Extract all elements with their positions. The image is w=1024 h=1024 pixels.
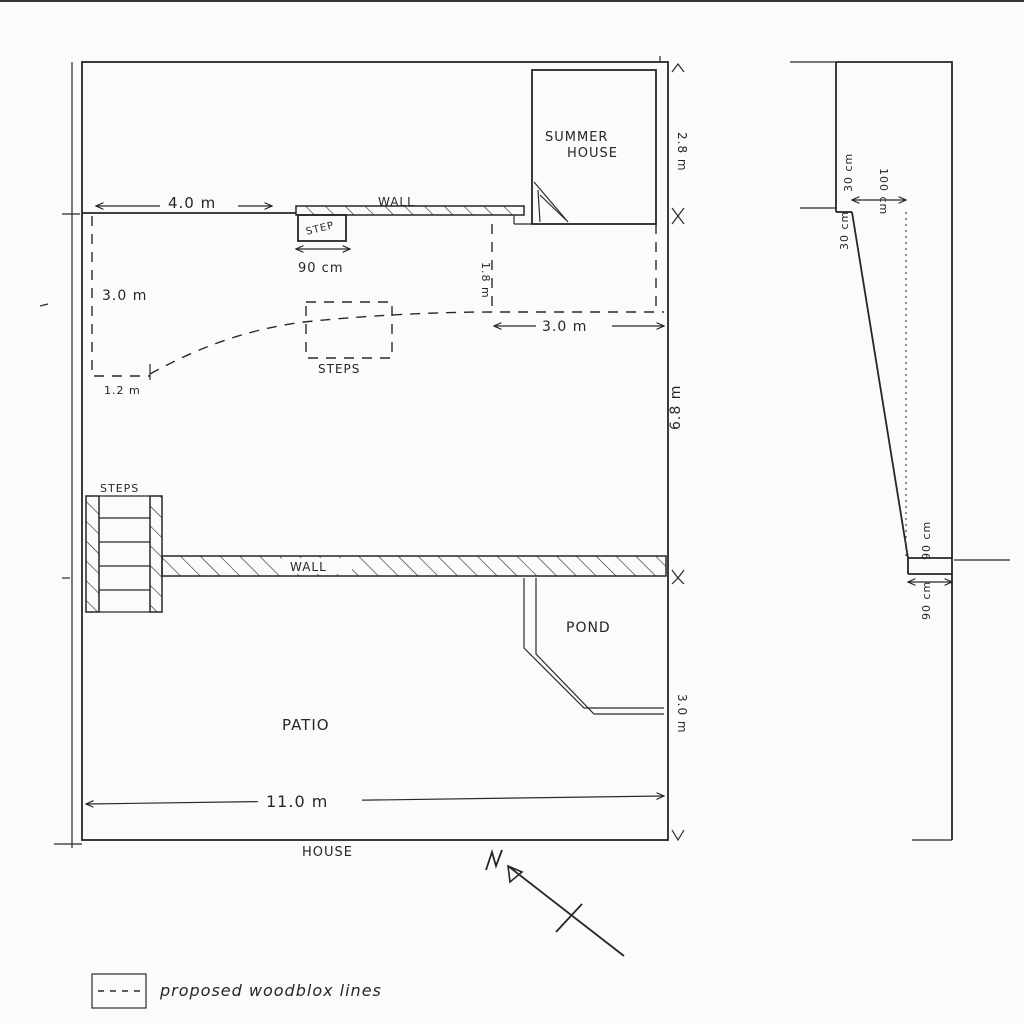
- top-step-run-label: 30 cm: [838, 211, 851, 250]
- house-label: HOUSE: [302, 845, 353, 860]
- right-bed-width-label: 3.0 m: [542, 319, 587, 335]
- lower-wall-label: WALL: [290, 560, 327, 574]
- legend: proposed woodblox lines: [91, 973, 382, 1009]
- bottom-step-run-label: 90 cm: [920, 581, 933, 620]
- right-vertical-dimensions: 2.8 m 6.8 m 3.0 m: [668, 63, 689, 842]
- garden-boundary: [81, 61, 669, 841]
- left-steps: STEPS: [85, 482, 163, 613]
- step-box: STEP 90 cm: [296, 214, 350, 276]
- middle-steps-label: STEPS: [318, 362, 360, 376]
- summer-house-label-1: SUMMER: [545, 130, 608, 145]
- step-width-label: 90 cm: [298, 261, 344, 276]
- middle-steps-proposed: STEPS: [305, 301, 393, 376]
- dim-wall-left-length-text: 4.0 m: [168, 194, 216, 212]
- pond-label: POND: [566, 620, 611, 636]
- summer-house: SUMMER HOUSE: [531, 69, 657, 225]
- patio-depth-label: 3.0 m: [675, 694, 689, 734]
- left-bed-offset-label: 1.2 m: [104, 384, 141, 397]
- dim-total-width-text: 11.0 m: [266, 792, 328, 811]
- dim-wall-left-length: 4.0 m: [96, 194, 272, 212]
- patio-label: PATIO: [282, 716, 330, 734]
- right-bed-proposed: 3.0 m 1.8 m: [479, 224, 664, 335]
- section-view: 30 cm 100 cm 30 cm 90 cm 90 cm: [790, 61, 1010, 841]
- upper-wall: WALL: [82, 195, 532, 225]
- step-label: STEP: [305, 220, 336, 238]
- plan-view: SUMMER HOUSE WALL 4.0 m STEP 90 cm: [39, 56, 689, 860]
- pond: POND: [523, 578, 664, 715]
- top-step-height-label: 30 cm: [842, 153, 855, 192]
- legend-text: proposed woodblox lines: [159, 981, 382, 1000]
- middle-depth-label: 6.8 m: [668, 385, 684, 430]
- north-arrow-icon: [485, 848, 625, 957]
- summer-house-depth-label: 2.8 m: [675, 132, 689, 172]
- left-bed-proposed: 3.0 m 1.2 m: [91, 216, 664, 397]
- bottom-step-height-label: 90 cm: [920, 521, 933, 560]
- upper-wall-label: WALL: [378, 195, 415, 209]
- dim-total-width: 11.0 m: [86, 790, 664, 811]
- top-offset-label: 100 cm: [877, 168, 890, 215]
- summer-house-label-2: HOUSE: [567, 146, 618, 161]
- lower-wall: WALL: [161, 555, 667, 577]
- right-bed-depth-label: 1.8 m: [479, 262, 492, 299]
- left-bed-depth-label: 3.0 m: [102, 288, 147, 304]
- left-steps-label: STEPS: [100, 482, 139, 495]
